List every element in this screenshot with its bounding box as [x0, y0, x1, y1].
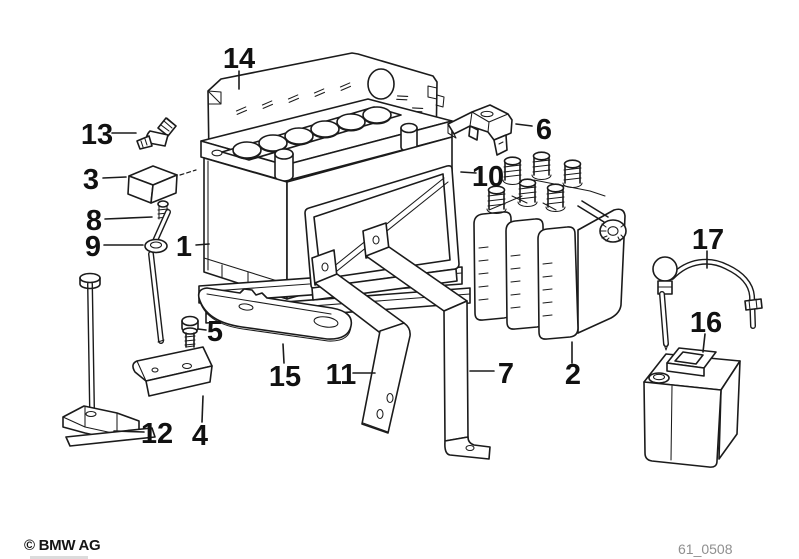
- leader-line-3: [102, 176, 127, 179]
- leader-line-15: [282, 343, 285, 364]
- holding-bracket-part11-drawing: [311, 249, 411, 434]
- terminal-cover-part6-drawing: [447, 104, 513, 156]
- callout-10[interactable]: 10: [472, 161, 504, 193]
- callout-3[interactable]: 3: [83, 164, 99, 196]
- vent-tube-part8-drawing: [148, 209, 171, 344]
- acid-bottle-pack-part2-drawing: [473, 151, 627, 340]
- battery-tray-part15-drawing: [197, 287, 353, 342]
- leader-line-1: [195, 243, 210, 246]
- callout-8[interactable]: 8: [86, 205, 102, 237]
- grommet-part9-drawing: [144, 238, 168, 254]
- holding-bracket-part7-drawing: [362, 222, 491, 460]
- callout-6[interactable]: 6: [536, 114, 552, 146]
- page-bottom-artifact: [30, 556, 88, 559]
- callout-5[interactable]: 5: [207, 316, 223, 348]
- callout-14[interactable]: 14: [223, 43, 255, 75]
- diagram-code: 61_0508: [678, 541, 733, 557]
- copyright-text: © BMW AG: [24, 537, 101, 554]
- callout-2[interactable]: 2: [565, 359, 581, 391]
- canister-part16-drawing: [643, 347, 741, 468]
- leader-line-8: [104, 216, 153, 220]
- callout-11[interactable]: 11: [326, 359, 357, 391]
- terminal-clamp-part3-drawing: [127, 165, 197, 220]
- leader-line-4: [201, 395, 204, 423]
- callout-1[interactable]: 1: [176, 231, 192, 263]
- vent-elbow-part13-drawing: [136, 117, 177, 150]
- leader-line-5: [197, 328, 207, 331]
- callout-4[interactable]: 4: [192, 420, 208, 452]
- callout-12[interactable]: 12: [141, 418, 173, 450]
- siphon-part17-drawing: [652, 256, 763, 351]
- callout-15[interactable]: 15: [269, 361, 301, 393]
- leader-line-6: [515, 123, 533, 127]
- leader-line-16: [702, 333, 706, 353]
- callout-17[interactable]: 17: [692, 224, 724, 256]
- callout-13[interactable]: 13: [81, 119, 113, 151]
- callout-7[interactable]: 7: [498, 358, 514, 390]
- leader-line-10: [460, 171, 477, 174]
- callout-9[interactable]: 9: [85, 231, 101, 263]
- leader-line-12: [113, 430, 145, 433]
- clamp-bracket-part4-drawing: [132, 346, 213, 397]
- callout-16[interactable]: 16: [690, 307, 722, 339]
